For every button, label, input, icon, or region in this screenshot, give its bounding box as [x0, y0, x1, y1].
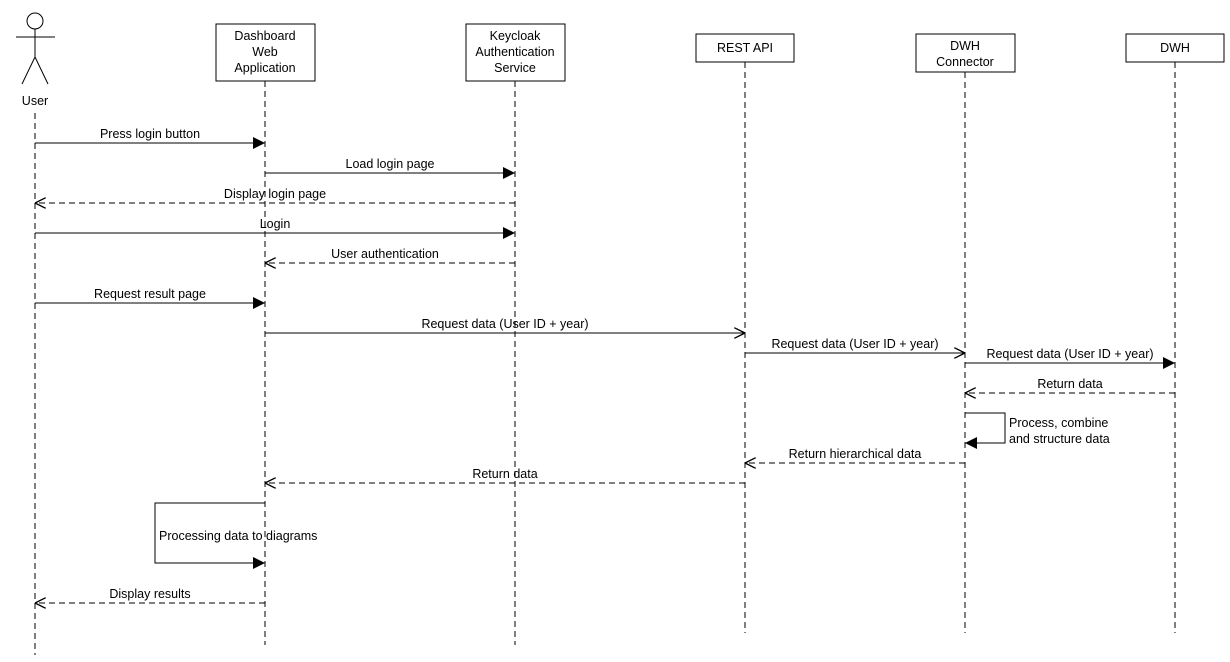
participant-label-line: Web	[252, 45, 278, 59]
message-label: Request result page	[94, 287, 206, 301]
message-press-login-button: Press login button	[35, 127, 265, 149]
participant-dashboard-web-application: Dashboard Web Application	[215, 23, 316, 82]
participant-label-line: DWH	[950, 39, 980, 53]
message-label: Display results	[109, 587, 190, 601]
message-label-line: Process, combine	[1009, 416, 1108, 430]
message-label-line: and structure data	[1009, 432, 1110, 446]
participant-label-line: Dashboard	[234, 29, 295, 43]
participant-dwh-connector: DWH Connector	[915, 33, 1016, 73]
message-return-data-from-dwh: Return data	[965, 377, 1175, 393]
message-label: Processing data to diagrams	[159, 529, 317, 543]
message-request-result-page: Request result page	[35, 287, 265, 309]
message-login: Login	[35, 217, 515, 239]
message-return-hierarchical-data: Return hierarchical data	[745, 447, 965, 463]
actor-user: User	[16, 12, 55, 108]
participant-label-line: DWH	[1160, 41, 1190, 55]
message-label: User authentication	[331, 247, 439, 261]
message-label: Login	[260, 217, 291, 231]
message-request-data-to-dwh: Request data (User ID + year)	[965, 347, 1175, 369]
participant-label-line: Service	[494, 61, 536, 75]
message-label: Request data (User ID + year)	[771, 337, 938, 351]
actor-label: User	[22, 94, 48, 108]
message-request-data-to-rest-api: Request data (User ID + year)	[265, 317, 745, 333]
message-label: Display login page	[224, 187, 326, 201]
message-label: Request data (User ID + year)	[986, 347, 1153, 361]
participant-label-line: Keycloak	[490, 29, 541, 43]
participant-dwh: DWH	[1125, 33, 1225, 63]
message-load-login-page: Load login page	[265, 157, 515, 179]
message-processing-data-to-diagrams: Processing data to diagrams	[154, 502, 317, 569]
message-label: Return data	[472, 467, 537, 481]
participant-label-line: REST API	[717, 41, 773, 55]
participant-label-line: Connector	[936, 55, 994, 69]
message-label: Return data	[1037, 377, 1102, 391]
participant-rest-api: REST API	[695, 33, 795, 63]
message-label: Press login button	[100, 127, 200, 141]
participant-label-line: Authentication	[475, 45, 554, 59]
participant-keycloak-authentication-service: Keycloak Authentication Service	[465, 23, 566, 82]
message-user-authentication: User authentication	[265, 247, 515, 263]
message-return-data-to-web: Return data	[265, 467, 745, 483]
participant-label-line: Application	[234, 61, 295, 75]
message-label: Return hierarchical data	[789, 447, 922, 461]
stick-figure-icon	[16, 12, 55, 85]
message-request-data-to-dwh-connector: Request data (User ID + year)	[745, 337, 965, 353]
message-label: Load login page	[346, 157, 435, 171]
message-display-login-page: Display login page	[35, 187, 515, 203]
message-process-combine-structure-data: Process, combine and structure data	[965, 412, 1110, 449]
message-label: Request data (User ID + year)	[421, 317, 588, 331]
message-display-results: Display results	[35, 587, 265, 603]
